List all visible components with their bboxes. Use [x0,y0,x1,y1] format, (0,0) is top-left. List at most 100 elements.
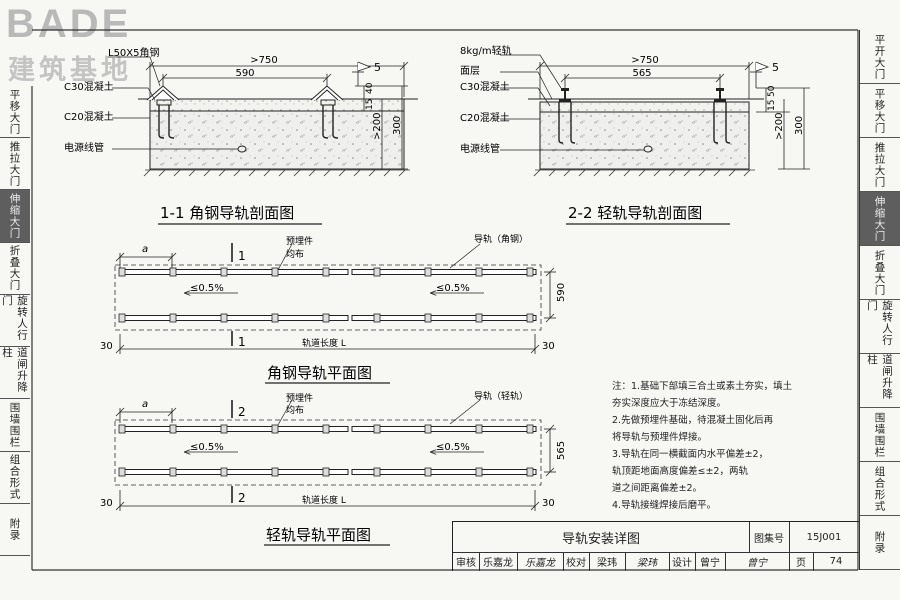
note-line: 4.导轨接缝焊接后磨平。 [612,500,717,511]
c20-block-1 [149,110,405,170]
reviewer-name: 乐嘉龙 [479,552,518,571]
s11-dim-v4: 300 [392,116,403,135]
side-tab[interactable]: 道闸升降柱 [860,354,900,408]
side-tab[interactable]: 组合形式 [860,462,900,516]
s22-dim-inner: 565 [632,68,651,79]
design-label: 设计 [669,552,696,571]
side-tab[interactable]: 推拉大门 [860,138,900,192]
embed-plate [526,267,534,277]
light-slope-right: ≤0.5% [436,442,470,453]
ground-hatch-1 [143,169,410,177]
embed-plate [373,467,381,477]
designer-signature: 曾宁 [725,552,790,571]
embed-plate [271,313,279,323]
embed-plate [475,267,483,277]
rail-bar [351,426,537,432]
side-tab[interactable]: 围墙围栏 [860,408,900,462]
embed-plate [373,267,381,277]
light-edge-left: 30 [100,498,113,509]
side-tab[interactable]: 附录 [860,516,900,570]
rail-bar [351,315,537,321]
angle-sec-top: 1 [238,249,246,263]
note-line: 将导轨与预埋件焊接。 [612,432,708,443]
side-tab[interactable]: 组合形式 [0,452,30,504]
s11-dim-v1: 40 [365,82,375,94]
s11-dim-outer: >750 [250,55,277,66]
s11-title: 1-1 角钢导轨剖面图 [160,204,294,222]
note-line: 夯实深度应大于冻结深度。 [612,398,727,409]
angle-slope-right: ≤0.5% [436,283,470,294]
angle-rail-label: 导轨（角钢） [474,233,528,245]
s22-title: 2-2 轻轨导轨剖面图 [568,204,702,222]
s22-dim-v4: 300 [794,116,805,135]
atlas-label: 图集号 [749,522,790,553]
angle-width-dim: 590 [556,283,567,302]
left-tab-strip: 平移大门推拉大门伸缩大门折叠大门旋转人行门道闸升降柱围墙围栏组合形式附录 [0,86,32,556]
light-sec-top: 2 [238,405,246,419]
s11-rail-label: L50X5角钢 [108,46,160,59]
embed-plate [373,313,381,323]
s11-c30-label: C30混凝土 [64,80,114,93]
light-width-dim: 565 [556,441,567,460]
embed-plate [322,467,330,477]
notes-block: 注：1.基础下部填三合土或素土夯实，填土 夯实深度应大于冻结深度。 2.先做预埋… [612,378,852,514]
embed-plate [475,424,483,434]
embed-plate [118,267,126,277]
embed-plate [424,313,432,323]
s11-c20-label: C20混凝土 [64,110,114,123]
brand-logo: BADE [6,2,132,46]
embed-plate [373,424,381,434]
side-tab[interactable]: 围墙围栏 [0,399,30,452]
side-tab[interactable]: 伸缩大门 [860,192,900,246]
s22-rail-label: 8kg/m轻轨 [460,44,512,57]
embed-plate [169,424,177,434]
embed-plate [526,424,534,434]
embed-plate [475,313,483,323]
side-tab[interactable]: 附录 [0,504,30,556]
side-tab[interactable]: 旋转人行门 [860,300,900,354]
side-tab[interactable]: 平移大门 [860,84,900,138]
brand-subtitle: 建筑基地 [8,55,132,86]
side-tab[interactable]: 折叠大门 [860,246,900,300]
angle-edge-right: 30 [542,341,555,352]
rail-bar [119,269,349,275]
s11-dim-v3: >200 [372,113,383,140]
angle-embed-label1: 预埋件 [286,235,313,247]
embed-plate [526,313,534,323]
embed-plate [220,313,228,323]
s22-c30-label: C30混凝土 [460,80,510,93]
page-number: 74 [829,556,843,567]
side-tab[interactable]: 旋转人行门 [0,295,30,348]
embed-plate [118,467,126,477]
angle-plan: a 预埋件 均布 导轨（角钢） ≤0.5% ≤0.5% 590 轨道长度 L 3… [100,233,567,384]
check-label: 校对 [563,552,590,571]
side-tab[interactable]: 推拉大门 [0,138,30,191]
light-embed-label1: 预埋件 [286,392,313,404]
side-tab[interactable]: 折叠大门 [0,243,30,295]
s22-c20-label: C20混凝土 [460,111,510,124]
rail-bar [119,469,349,475]
embed-plate [322,267,330,277]
embed-plate [118,313,126,323]
angle-edge-left: 30 [100,341,113,352]
angle-slope-left: ≤0.5% [190,283,224,294]
side-tab[interactable]: 平移大门 [0,86,30,139]
s22-surface-label: 面层 [460,65,480,77]
embed-plate [118,424,126,434]
angle-rail-left [146,85,180,139]
side-tab[interactable]: 道闸升降柱 [0,347,30,400]
review-label: 审核 [453,552,480,571]
rail-bar [119,315,349,321]
side-tab[interactable]: 伸缩大门 [0,190,30,243]
s22-dim-outer: >750 [631,55,658,66]
embed-plate [424,267,432,277]
side-tab[interactable]: 平开大门 [860,30,900,84]
light-slope-left: ≤0.5% [190,442,224,453]
embed-plate [322,313,330,323]
s11-pipe-label: 电源线管 [64,141,104,154]
s22-slope: 5 [772,61,779,74]
note-line: 注：1.基础下部填三合土或素土夯实，填土 [612,381,793,392]
embed-plate [169,267,177,277]
light-rail-left [558,88,576,144]
